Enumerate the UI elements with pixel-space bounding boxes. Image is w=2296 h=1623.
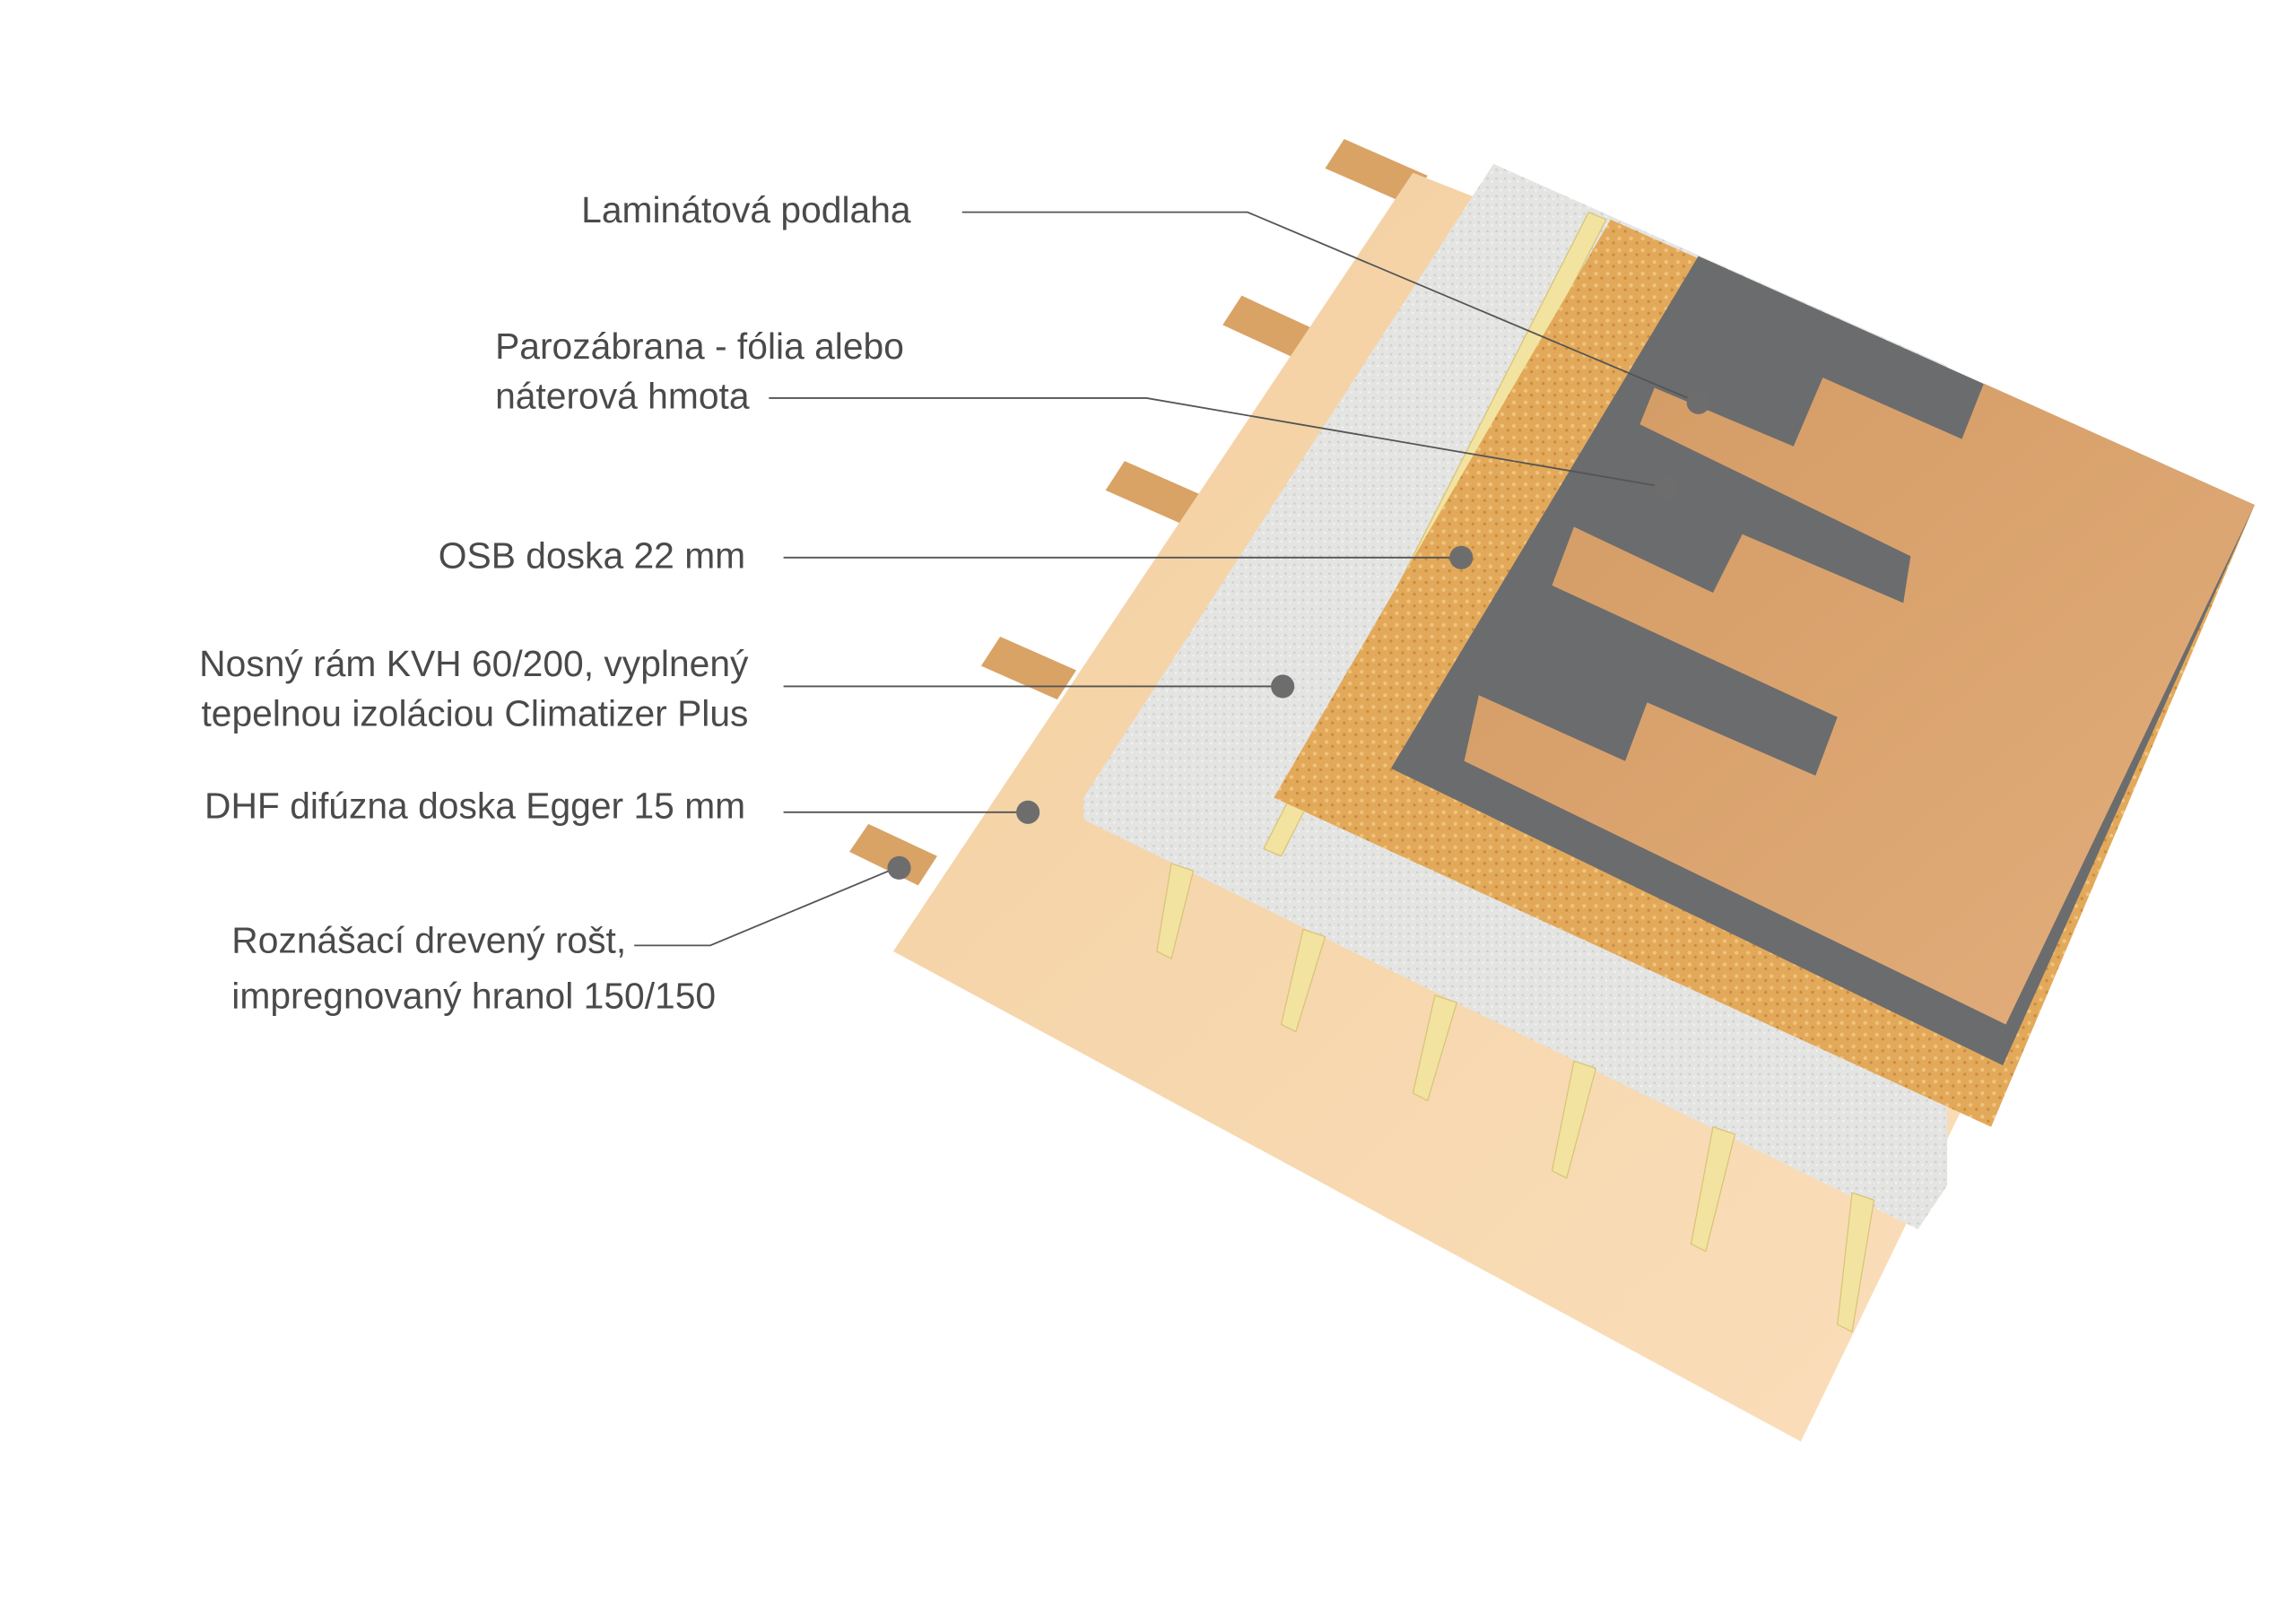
joist [1412,994,1458,1102]
label-frame-line1: Nosný rám KVH 60/200, vyplnený [199,643,749,684]
leader-laminate [961,211,1700,404]
marker-vapor-barrier [1654,475,1678,499]
beam [1105,461,1201,525]
marker-frame [1271,674,1295,699]
label-vapor-barrier-line2: náterová hmota [495,375,750,416]
laminate-floor [1464,378,2255,1025]
marker-osb [1449,545,1474,569]
joist [1690,1125,1736,1253]
joist [1837,1192,1875,1333]
label-dhf: DHF difúzna doska Egger 15 mm [204,785,745,826]
marker-grid [887,855,911,880]
leader-grid [634,867,897,947]
marker-dhf [1016,800,1040,824]
label-vapor-barrier-line1: Parozábrana - fólia alebo [495,325,904,367]
joist [1156,863,1195,959]
label-laminate: Laminátová podlaha [581,189,911,230]
label-frame-line2: tepelnou izoláciou Climatizer Plus [201,693,748,734]
leaders [634,211,1710,947]
beam [849,823,937,886]
beam [1222,295,1318,360]
beam [980,636,1077,700]
marker-laminate [1686,390,1710,414]
joist [1551,1060,1597,1179]
labels: Laminátová podlaha Parozábrana - fólia a… [199,189,911,1016]
beam [1325,139,1428,205]
wooden-grid-beams [849,139,1428,886]
label-grid-line1: Roznášací drevený rošt, [231,919,626,960]
laminate-plank-area [1464,378,2255,1025]
label-grid-line2: impregnovaný hranol 150/150 [231,976,716,1017]
label-osb: OSB doska 22 mm [439,534,745,576]
joist [1280,928,1326,1033]
leader-vapor-barrier [769,397,1666,489]
